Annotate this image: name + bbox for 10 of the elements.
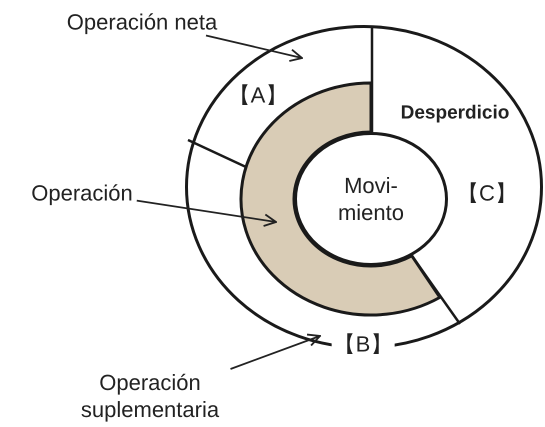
region-label: Desperdicio (400, 102, 510, 126)
callout-text: Operación suplementaria (45, 369, 255, 423)
callout-text: Operación neta (66, 8, 218, 36)
arrow (136, 200, 277, 227)
region-letter: 【C】 (457, 180, 517, 206)
callout-text: Operación (31, 180, 133, 206)
arrow (230, 334, 321, 370)
region-letter: 【A】 (228, 82, 288, 108)
arrow (206, 34, 303, 62)
circle-label: Movi- miento (336, 172, 406, 226)
